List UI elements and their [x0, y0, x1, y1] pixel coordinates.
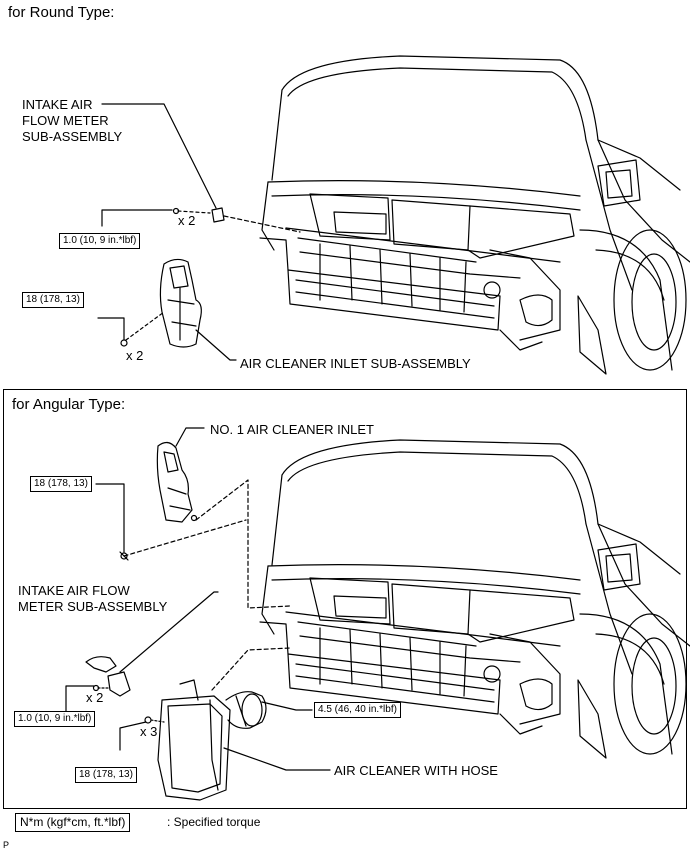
intake-meter-label-round-line1: INTAKE AIR [22, 97, 93, 112]
air-cleaner-with-hose [144, 679, 267, 801]
qty-small-round: x 2 [178, 213, 196, 228]
leader-torque-inlet-angular [95, 483, 125, 553]
round-type-heading: for Round Type: [8, 4, 115, 21]
air-cleaner-inlet-round [120, 258, 202, 348]
legend-text: : Specified torque [167, 815, 261, 829]
guide-cleaner [211, 647, 291, 691]
leader-intake-meter-angular [119, 591, 219, 673]
intake-meter-label-angular-line1: INTAKE AIR FLOW [18, 583, 130, 598]
leader-torque-large-round [97, 317, 125, 341]
intake-meter-label-round-line2: FLOW METER [22, 113, 109, 128]
intake-air-flow-meter-round [172, 207, 301, 233]
vehicle-front-angular [259, 439, 690, 759]
torque-cleaner-angular: 18 (178, 13) [75, 767, 137, 783]
leader-inlet-round [195, 329, 237, 361]
guide-inlet-bolt [123, 519, 247, 557]
torque-inlet-angular: 18 (178, 13) [30, 476, 92, 492]
leader-torque-hose [261, 701, 313, 711]
intake-air-flow-meter-angular [85, 656, 131, 697]
guide-no1-inlet [195, 479, 291, 609]
intake-meter-label-angular-line2: METER SUB-ASSEMBLY [18, 599, 168, 614]
qty-large-round: x 2 [126, 348, 144, 363]
vehicle-front-round [259, 55, 690, 375]
intake-meter-label-round-line3: SUB-ASSEMBLY [22, 129, 123, 144]
torque-small-round: 1.0 (10, 9 in.*lbf) [59, 233, 141, 249]
qty-meter-angular: x 2 [86, 690, 104, 705]
leader-intake-meter-round [101, 103, 217, 209]
qty-cleaner-angular: x 3 [140, 724, 158, 739]
leader-torque-small-round [101, 209, 173, 227]
legend-torque-box: N*m (kgf*cm, ft.*lbf) [15, 813, 131, 832]
leader-no1-inlet [175, 427, 205, 447]
leader-torque-meter-angular [65, 685, 95, 715]
torque-large-round: 18 (178, 13) [22, 292, 84, 308]
torque-hose-angular: 4.5 (46, 40 in.*lbf) [314, 702, 401, 718]
cleaner-label-angular: AIR CLEANER WITH HOSE [334, 763, 498, 778]
angular-type-heading: for Angular Type: [12, 396, 126, 413]
angular-type-frame [3, 389, 687, 809]
no1-inlet-label: NO. 1 AIR CLEANER INLET [210, 422, 374, 437]
torque-meter-angular: 1.0 (10, 9 in.*lbf) [14, 711, 96, 727]
inlet-label-round: AIR CLEANER INLET SUB-ASSEMBLY [240, 356, 471, 371]
leader-cleaner [223, 747, 331, 771]
footer-code: P [3, 840, 10, 850]
no1-air-cleaner-inlet [119, 441, 198, 561]
leader-torque-cleaner [119, 721, 147, 751]
